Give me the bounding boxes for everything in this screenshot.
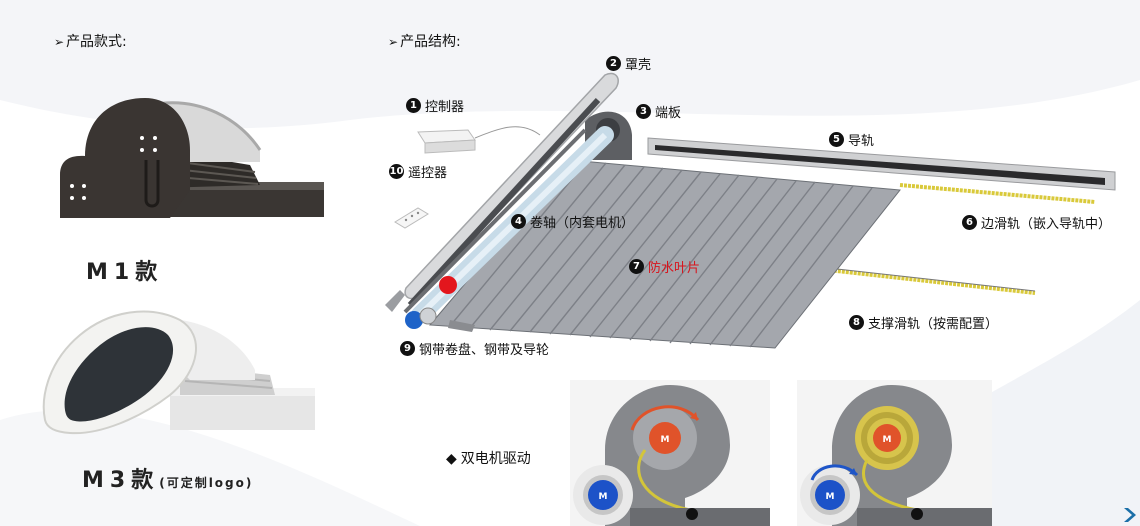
bullet-arrow-icon: ➢ (388, 35, 399, 49)
motor-m-label: M (661, 435, 670, 445)
m3-model-label: M3款(可定制logo) (82, 468, 254, 493)
drive-photo-1: M M (570, 380, 770, 526)
bullet-arrow-icon: ➢ (54, 35, 65, 49)
m1-product-image (60, 98, 324, 218)
diamond-bullet-icon: ◆ (446, 451, 457, 467)
motor-m-label: M (883, 435, 892, 445)
m1-model-label: M1款 (86, 260, 164, 285)
structure-section-title: ➢产品结构: (388, 34, 461, 50)
m3-custom-logo-note: (可定制logo) (159, 476, 254, 490)
chevron-right-icon[interactable] (1118, 504, 1140, 526)
m3-product-image (42, 310, 315, 435)
styles-section-title: ➢产品款式: (54, 34, 127, 50)
structure-exploded-diagram (385, 72, 1116, 349)
drive-photo-2: M M (797, 380, 992, 526)
motor-m-label: M (826, 492, 835, 502)
motor-m-label: M (599, 492, 608, 502)
dual-motor-title: ◆双电机驱动 (446, 451, 531, 467)
